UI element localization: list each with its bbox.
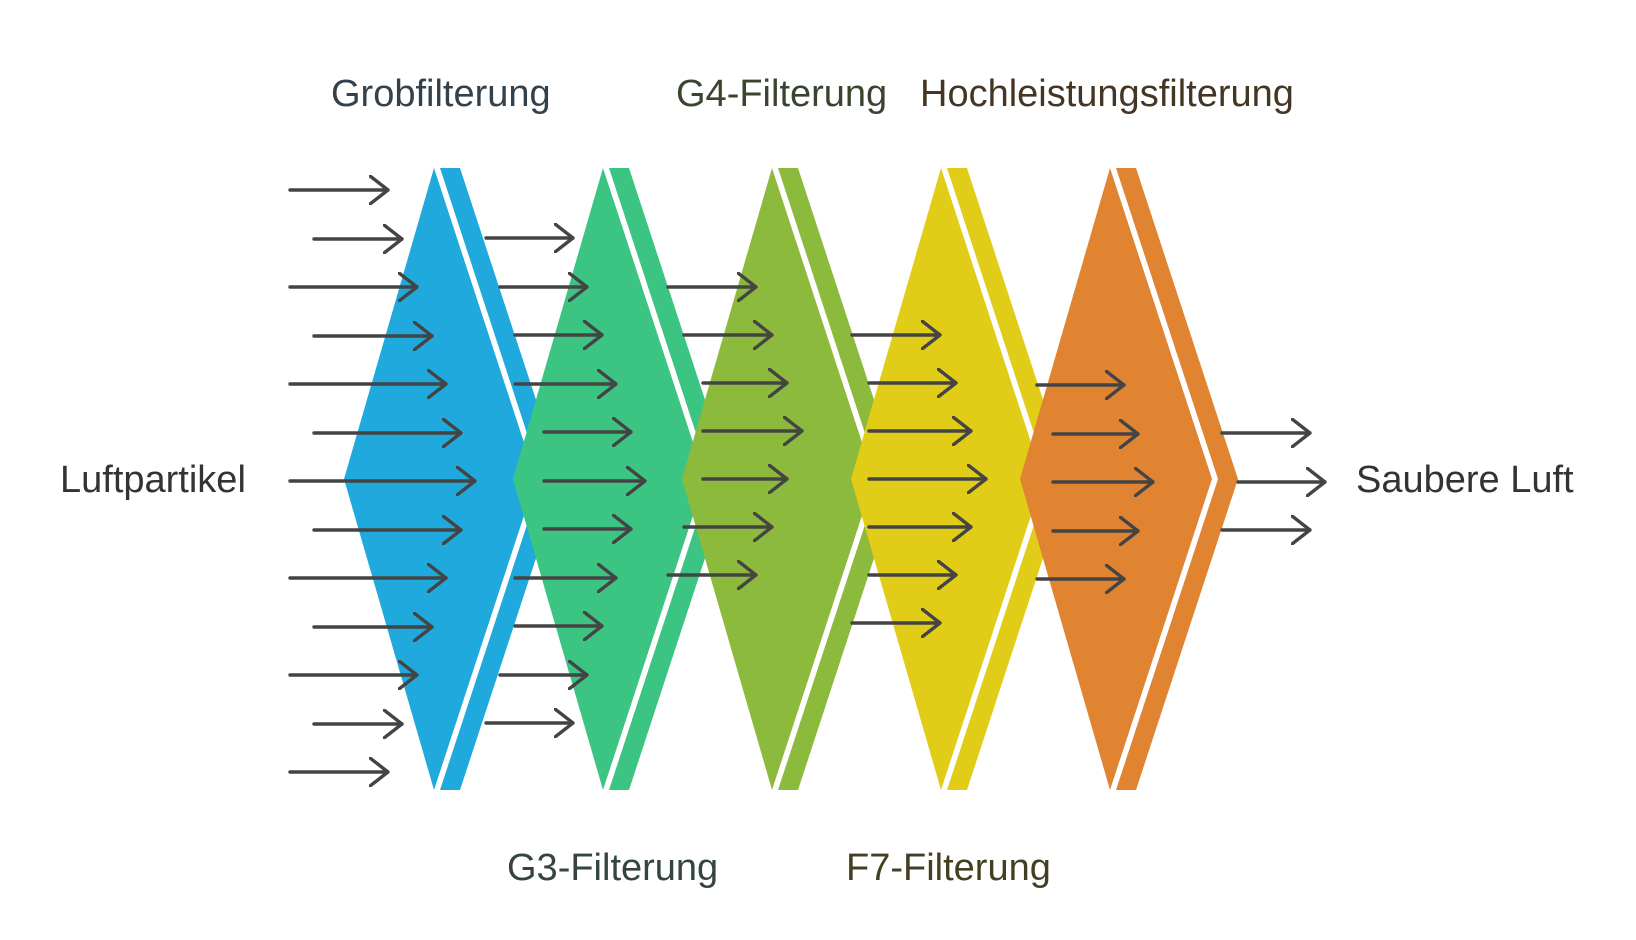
stage-label-g4-filterung: G4-Filterung bbox=[676, 73, 888, 115]
stage-label-g3-filterung: G3-Filterung bbox=[507, 847, 719, 889]
filter-stage-5 bbox=[1020, 168, 1238, 790]
output-label: Saubere Luft bbox=[1356, 459, 1574, 501]
filter-stage-shape bbox=[1020, 168, 1212, 790]
filter-stage-2 bbox=[513, 168, 731, 790]
filter-stages bbox=[344, 168, 1238, 790]
stage-label-grobfilterung: Grobfilterung bbox=[331, 73, 551, 115]
filter-stage-1 bbox=[344, 168, 562, 790]
stage-label-f7-filterung: F7-Filterung bbox=[846, 847, 1051, 889]
filter-stage-shape bbox=[513, 168, 705, 790]
stage-label-hochleistungsfilterung: Hochleistungsfilterung bbox=[920, 73, 1294, 115]
input-label: Luftpartikel bbox=[60, 459, 246, 501]
airflow-arrows bbox=[288, 190, 1327, 772]
filter-stage-shape bbox=[344, 168, 536, 790]
